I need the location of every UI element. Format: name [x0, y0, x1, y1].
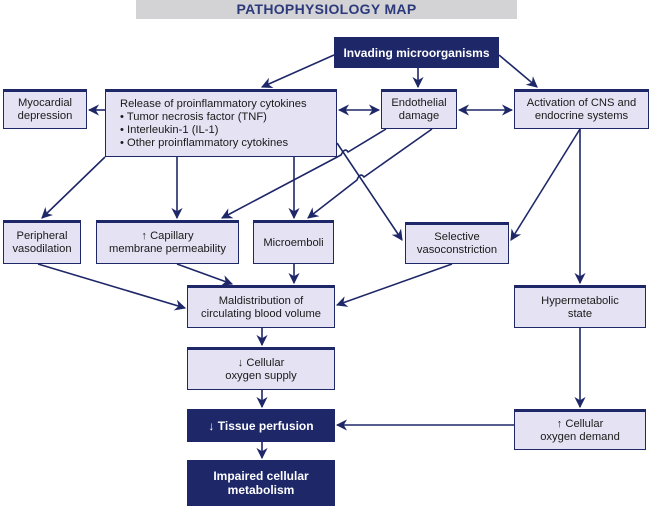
arrow-selective-to-maldistribution	[335, 263, 453, 307]
node-line: oxygen supply	[225, 369, 297, 382]
node-maldistribution: Maldistribution of circulating blood vol…	[187, 285, 335, 328]
arrow-cytokines-to-selective	[336, 142, 403, 241]
node-line: Activation of CNS and	[526, 97, 637, 109]
node-microemboli: Microemboli	[253, 220, 334, 264]
node-line: vasoconstriction	[416, 244, 498, 256]
node-line: damage	[398, 110, 440, 122]
node-line: Release of proinflammatory cytokines	[120, 98, 307, 110]
node-line: Peripheral	[16, 230, 68, 242]
node-capillary-permeability: ↑ Capillary membrane permeability	[96, 220, 239, 264]
node-line: depression	[17, 110, 73, 122]
arrow-cytokines-to-peripheral	[41, 156, 106, 219]
node-line: ↓ Cellular	[237, 356, 285, 369]
node-line: endocrine systems	[534, 110, 629, 122]
node-cellular-oxygen-demand: ↑ Cellular oxygen demand	[514, 409, 646, 450]
node-selective-vasoconstriction: Selective vasoconstriction	[405, 222, 509, 264]
node-line: • Other proinflammatory cytokines	[120, 137, 289, 149]
node-line: ↓ Tissue perfusion	[208, 418, 314, 433]
node-tissue-perfusion: ↓ Tissue perfusion	[187, 409, 335, 442]
node-invading-microorganisms: Invading microorganisms	[334, 37, 499, 68]
node-line: Maldistribution of	[218, 294, 304, 307]
arrow-cns-to-selective	[510, 128, 581, 241]
node-line: vasodilation	[12, 243, 72, 255]
arrow-capillary-to-maldistribution	[176, 263, 234, 286]
node-line: circulating blood volume	[200, 307, 322, 320]
node-line: membrane permeability	[109, 243, 226, 255]
node-hypermetabolic-state: Hypermetabolic state	[514, 285, 646, 328]
node-endothelial-damage: Endothelial damage	[381, 89, 457, 129]
node-activation-cns: Activation of CNS and endocrine systems	[514, 89, 649, 129]
node-line: • Interleukin-1 (IL-1)	[120, 124, 219, 136]
arrow-peripheral-to-maldistribution	[37, 263, 187, 311]
node-line: state	[567, 307, 593, 320]
node-line: • Tumor necrosis factor (TNF)	[120, 111, 267, 123]
node-line: ↑ Capillary	[141, 230, 194, 242]
arrow-invading-to-cns	[498, 54, 538, 88]
node-line: Myocardial	[17, 97, 73, 109]
node-line: metabolism	[227, 483, 295, 497]
node-line: Invading microorganisms	[343, 45, 490, 60]
diagram-title: PATHOPHYSIOLOGY MAP	[136, 0, 517, 19]
node-myocardial-depression: Myocardial depression	[3, 89, 87, 129]
node-line: Microemboli	[263, 236, 324, 249]
node-line: Selective	[434, 231, 480, 243]
node-impaired-cellular-metabolism: Impaired cellular metabolism	[187, 460, 335, 506]
node-line: oxygen demand	[540, 430, 620, 443]
node-line: Endothelial	[391, 97, 447, 109]
node-cellular-oxygen-supply: ↓ Cellular oxygen supply	[187, 347, 335, 390]
node-line: Hypermetabolic	[541, 294, 619, 307]
arrow-endothelial-to-microemboli	[307, 128, 433, 219]
node-line: Impaired cellular	[213, 469, 309, 483]
node-line: ↑ Cellular	[556, 417, 604, 430]
node-release-cytokines: Release of proinflammatory cytokines • T…	[105, 89, 337, 157]
arrow-endothelial-to-capillary	[221, 128, 387, 219]
node-peripheral-vasodilation: Peripheral vasodilation	[3, 220, 81, 264]
arrow-invading-to-cytokines	[260, 54, 335, 89]
